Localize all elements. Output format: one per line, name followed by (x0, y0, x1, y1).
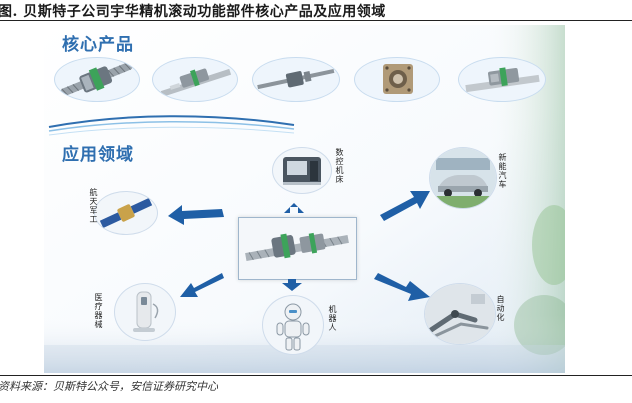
label-medical: 医疗器械 (94, 293, 103, 329)
label-robot: 机器人 (328, 305, 337, 332)
bearing-housing-icon (354, 57, 440, 102)
figure-panel: 核心产品 应用领域 (44, 25, 565, 373)
label-nev: 新能汽车 (498, 153, 507, 189)
applications-title: 应用领域 (62, 145, 134, 165)
ball-screw-shaft-icon (252, 57, 340, 102)
arrow-left (168, 205, 224, 225)
arrows-layer (168, 191, 430, 301)
label-aerospace: 航天军工 (89, 188, 98, 224)
products-title: 核心产品 (62, 35, 134, 55)
arrow-up (284, 203, 304, 213)
center-linear-module-image (238, 217, 357, 280)
automation-arm-icon (424, 283, 496, 345)
arrow-right-down (374, 273, 430, 301)
ball-screw-assembly-icon (54, 57, 140, 102)
top-divider (0, 20, 632, 21)
medical-device-icon (114, 283, 176, 341)
robot-icon (262, 295, 324, 355)
arrow-down (282, 279, 302, 291)
label-cnc: 数控机床 (335, 148, 344, 184)
linear-guide-rail-icon (458, 57, 546, 102)
source-note: 资料来源：贝斯特公众号，安信证券研究中心 (0, 380, 218, 393)
figure-title: 图. 贝斯特子公司宇华精机滚动功能部件核心产品及应用领域 (0, 4, 386, 20)
arrow-left-down (180, 273, 224, 297)
satellite-icon (94, 191, 158, 235)
bottom-divider (0, 375, 632, 376)
electric-car-icon (429, 147, 497, 209)
arrow-right-up (380, 191, 430, 221)
label-automation: 自动化 (496, 295, 505, 322)
linear-guide-block-icon (152, 57, 238, 102)
cnc-machine-icon (272, 147, 332, 194)
